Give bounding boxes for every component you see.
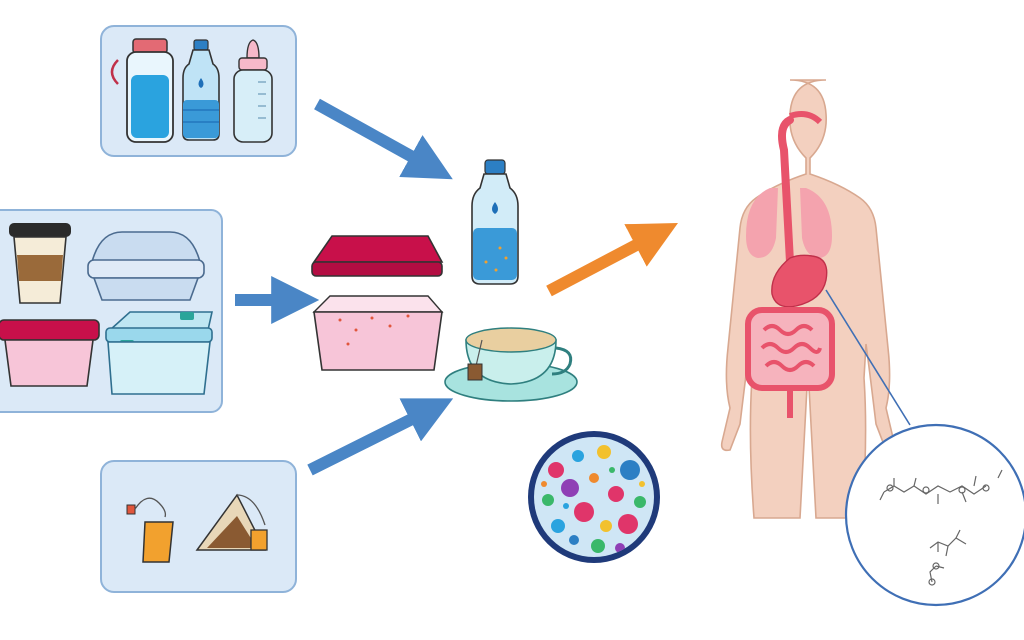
- arrow-bottles-to-center: [314, 98, 453, 180]
- zoom-leader-line: [825, 289, 911, 426]
- baby-bottle-icon: [233, 39, 273, 143]
- molecule-icon: [879, 469, 1003, 586]
- microplastic-dish-icon: [528, 431, 660, 563]
- teabags-panel: [100, 460, 297, 593]
- coffee-cup-icon: [9, 223, 71, 304]
- pink-container-icon: [312, 295, 444, 371]
- tea-bag-icon: [126, 497, 174, 563]
- plastic-bottle-icon: [182, 39, 220, 141]
- tea-cup-icon: [444, 327, 578, 402]
- arrow-teabags-to-center: [307, 398, 454, 476]
- lunch-box-icon: [0, 319, 100, 387]
- clamshell-container-icon: [87, 231, 205, 301]
- lungs-icon: [746, 188, 778, 258]
- red-container-icon: [311, 235, 444, 277]
- stomach-icon: [771, 254, 828, 308]
- water-bottle-icon: [110, 38, 174, 143]
- center-bottle-icon: [471, 159, 519, 285]
- food-container-icon: [105, 311, 213, 395]
- molecule-zoom-callout: [844, 423, 1024, 607]
- human-body-icon: [720, 79, 896, 519]
- pyramid-tea-bag-icon: [195, 493, 268, 551]
- arrow-center-to-body: [546, 223, 678, 297]
- esophagus-icon: [778, 116, 794, 266]
